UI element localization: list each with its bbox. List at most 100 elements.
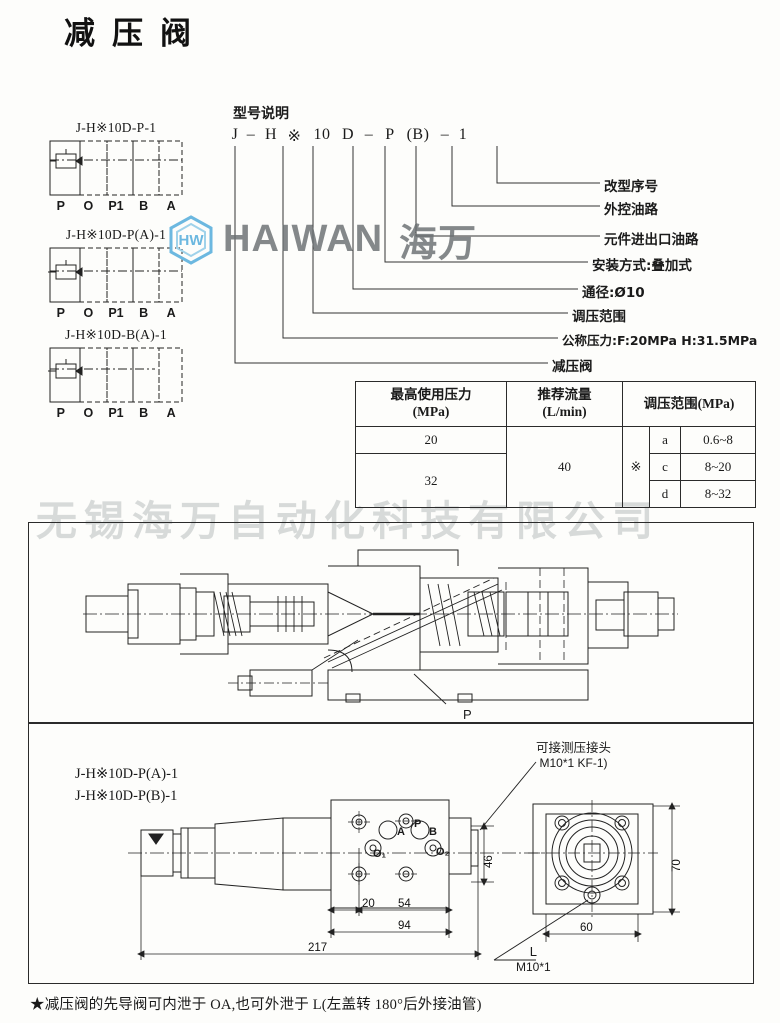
symbol-diagram-2: J-H※10D-P(A)-1 P O P1 bbox=[47, 227, 185, 320]
range-code-c: c bbox=[649, 453, 681, 481]
recommended-flow-value: 40 bbox=[506, 426, 623, 508]
face-port-label-a: A bbox=[397, 826, 405, 838]
brand-latin: HAIWAN bbox=[223, 218, 384, 260]
port-label: B bbox=[139, 199, 149, 213]
port-label: B bbox=[139, 306, 149, 320]
specification-table: 最高使用压力 (MPa) 推荐流量 (L/min) 调压范围(MPa) 20 4… bbox=[355, 381, 756, 508]
port-label: A bbox=[166, 199, 176, 213]
port-label: P bbox=[56, 406, 65, 420]
header-max-pressure: 最高使用压力 (MPa) bbox=[355, 381, 507, 427]
dimension-label-94: 94 bbox=[398, 920, 411, 932]
face-port-label-p: P bbox=[414, 818, 422, 830]
model-code-title: 型号说明 bbox=[233, 107, 289, 122]
header-pressure-range: 调压范围(MPa) bbox=[622, 381, 756, 427]
annotation-line: 可接测压接头 bbox=[536, 740, 612, 755]
legend-item-pressure-range: 调压范围 bbox=[572, 309, 626, 325]
range-value-c: 8~20 bbox=[680, 453, 756, 481]
header-line: (L/min) bbox=[542, 404, 587, 419]
face-port-label-o2: O₂ bbox=[436, 846, 450, 858]
symbol-diagram-1: J-H※10D-P-1 P O P1 bbox=[47, 120, 185, 213]
code-seg: – bbox=[364, 126, 374, 143]
port-label: A bbox=[166, 306, 176, 320]
annotation-line: L bbox=[529, 944, 537, 959]
legend-item-valve-type: 减压阀 bbox=[552, 359, 593, 375]
code-seg: ※ bbox=[287, 128, 302, 145]
symbol-ports-2: P O P1 B A bbox=[47, 306, 185, 320]
port-label: P1 bbox=[108, 406, 124, 420]
code-seg: – bbox=[440, 126, 450, 143]
header-line: 最高使用压力 bbox=[390, 387, 472, 403]
dimension-model-2: J-H※10D-P(B)-1 bbox=[75, 788, 178, 805]
dimension-drawing bbox=[128, 761, 680, 961]
port-label: O bbox=[83, 306, 94, 320]
symbol-ports-1: P O P1 B A bbox=[47, 199, 185, 213]
code-seg: J bbox=[231, 126, 239, 143]
range-marker: ※ bbox=[622, 426, 650, 508]
haiwan-logo-watermark: HW HAIWAN 海万 bbox=[168, 212, 477, 267]
range-value-a: 0.6~8 bbox=[680, 426, 756, 454]
symbol-label-2: J-H※10D-P(A)-1 bbox=[65, 227, 167, 242]
code-seg: – bbox=[246, 126, 256, 143]
port-label: P bbox=[56, 199, 65, 213]
symbol-graphic-2 bbox=[47, 245, 185, 305]
dimension-label-20: 20 bbox=[362, 898, 375, 910]
legend-item-external-control: 外控油路 bbox=[604, 202, 658, 218]
code-seg: P bbox=[385, 126, 395, 143]
header-recommended-flow: 推荐流量 (L/min) bbox=[506, 381, 623, 427]
max-pressure-32: 32 bbox=[355, 453, 507, 508]
annotation-gauge-port: 可接测压接头 M10*1 KF-1) bbox=[536, 740, 611, 771]
legend-item-port-circuit: 元件进出口油路 bbox=[604, 232, 699, 248]
symbol-graphic-1 bbox=[47, 138, 185, 198]
port-label: O bbox=[83, 199, 94, 213]
dimension-label-217: 217 bbox=[308, 942, 328, 954]
port-label: O bbox=[83, 406, 94, 420]
table-row: d 8~32 bbox=[356, 480, 756, 508]
legend-item-nominal-pressure: 公称压力:F:20MPa H:31.5MPa bbox=[562, 333, 758, 348]
port-label: P1 bbox=[108, 306, 124, 320]
brand-cn: 海万 bbox=[399, 223, 478, 265]
header-line: 推荐流量 bbox=[537, 387, 592, 403]
table-row: 32 c 8~20 bbox=[355, 453, 756, 508]
port-label: P bbox=[56, 306, 65, 320]
symbol-diagram-3: J-H※10D-B(A)-1 P O P1 bbox=[47, 327, 185, 420]
max-pressure-20: 20 bbox=[355, 426, 507, 454]
cross-section-drawing bbox=[83, 549, 678, 705]
dimension-label-70: 70 bbox=[671, 859, 683, 872]
code-seg: (B) bbox=[406, 126, 430, 143]
code-seg: 1 bbox=[458, 126, 468, 143]
range-code-d: d bbox=[649, 480, 681, 508]
dimension-drawing-frame bbox=[28, 722, 754, 984]
dimension-label-54: 54 bbox=[398, 898, 411, 910]
symbol-ports-3: P O P1 B A bbox=[47, 406, 185, 420]
dimension-model-1: J-H※10D-P(A)-1 bbox=[75, 766, 179, 782]
page-title: 减压阀 bbox=[64, 16, 208, 52]
dimension-label-46: 46 bbox=[483, 855, 495, 868]
model-code-string: J – H ※ 10 D – P (B) – 1 bbox=[228, 126, 518, 146]
port-label: A bbox=[166, 406, 176, 420]
code-seg: D bbox=[341, 126, 355, 143]
cross-section-drawing-frame bbox=[28, 522, 754, 724]
legend-item-revision: 改型序号 bbox=[604, 179, 658, 195]
symbol-label-1: J-H※10D-P-1 bbox=[75, 120, 157, 135]
section-port-label-p: P bbox=[463, 707, 472, 722]
dimension-label-60: 60 bbox=[580, 922, 593, 934]
annotation-line: M10*1 bbox=[516, 960, 551, 975]
symbol-graphic-3 bbox=[47, 345, 185, 405]
face-port-label-o1: O₁ bbox=[373, 848, 387, 860]
legend-item-mounting: 安装方式:叠加式 bbox=[592, 258, 692, 274]
footnote: ★减压阀的先导阀可内泄于 OA,也可外泄于 L(左盖转 180°后外接油管) bbox=[30, 997, 482, 1013]
face-port-label-b: B bbox=[429, 826, 437, 838]
header-line: (MPa) bbox=[412, 404, 450, 419]
range-value-d: 8~32 bbox=[680, 480, 756, 508]
range-code-a: a bbox=[649, 426, 681, 454]
annotation-l-port: L M10*1 bbox=[516, 944, 551, 975]
table-row: 20 40 ※ a 0.6~8 bbox=[355, 426, 756, 508]
table-header-row: 最高使用压力 (MPa) 推荐流量 (L/min) 调压范围(MPa) bbox=[355, 381, 756, 427]
code-seg: H bbox=[264, 126, 278, 143]
code-seg: 10 bbox=[313, 126, 331, 143]
dimension-model-labels: J-H※10D-P(A)-1 J-H※10D-P(B)-1 bbox=[75, 763, 178, 808]
port-label: P1 bbox=[108, 199, 124, 213]
annotation-line: M10*1 KF-1) bbox=[539, 755, 608, 770]
legend-item-bore: 通径:Ø10 bbox=[582, 285, 645, 301]
